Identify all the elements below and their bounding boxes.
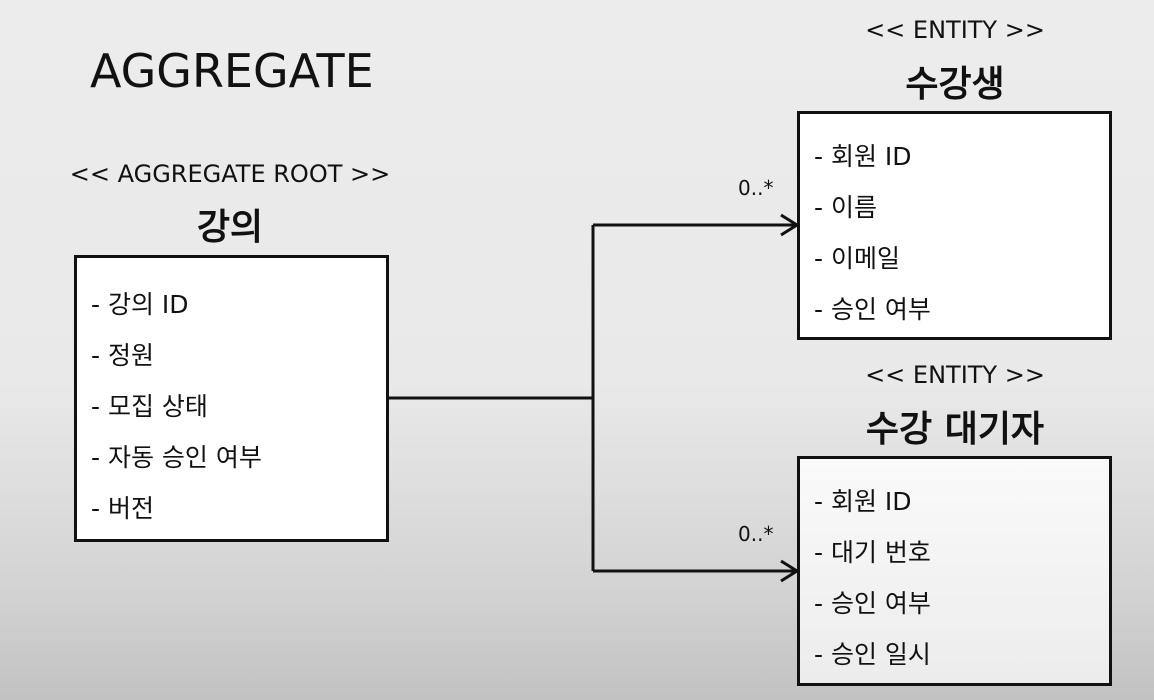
arrowhead-students-icon (780, 213, 800, 237)
root-entity-box: - 강의 ID - 정원 - 모집 상태 - 자동 승인 여부 - 버전 (74, 255, 389, 542)
entity-stereotype: << ENTITY >> (865, 361, 1045, 389)
entity-attribute: - 승인 여부 (814, 295, 931, 324)
root-attribute: - 정원 (91, 341, 154, 370)
entity-attribute-list: - 회원 ID - 대기 번호 - 승인 여부 - 승인 일시 (814, 476, 1109, 680)
arrowhead-waitlist-icon (780, 559, 800, 583)
root-attribute: - 자동 승인 여부 (91, 443, 262, 472)
root-stereotype: << AGGREGATE ROOT >> (69, 160, 391, 188)
entity-attribute: - 이름 (814, 193, 877, 222)
entity-name: 수강 대기자 (865, 409, 1045, 450)
diagram-title: AGGREGATE (90, 44, 374, 98)
root-attribute: - 강의 ID (91, 290, 189, 319)
entity-attribute-list: - 회원 ID - 이름 - 이메일 - 승인 여부 (814, 131, 1109, 335)
entity-attribute: - 회원 ID (814, 487, 912, 516)
entity-name: 수강생 (905, 64, 1005, 105)
entity-box-students: - 회원 ID - 이름 - 이메일 - 승인 여부 (797, 111, 1112, 340)
entity-attribute: - 승인 여부 (814, 589, 931, 618)
root-attribute-list: - 강의 ID - 정원 - 모집 상태 - 자동 승인 여부 - 버전 (91, 279, 386, 534)
root-attribute: - 모집 상태 (91, 392, 208, 421)
entity-box-waitlist: - 회원 ID - 대기 번호 - 승인 여부 - 승인 일시 (797, 456, 1112, 686)
entity-stereotype: << ENTITY >> (865, 16, 1045, 44)
entity-attribute: - 승인 일시 (814, 640, 931, 669)
entity-attribute: - 이메일 (814, 244, 900, 273)
entity-attribute: - 회원 ID (814, 142, 912, 171)
entity-attribute: - 대기 번호 (814, 538, 931, 567)
root-entity-name: 강의 (196, 207, 264, 248)
multiplicity-label: 0..* (738, 176, 774, 200)
multiplicity-label: 0..* (738, 522, 774, 546)
root-attribute: - 버전 (91, 494, 154, 523)
